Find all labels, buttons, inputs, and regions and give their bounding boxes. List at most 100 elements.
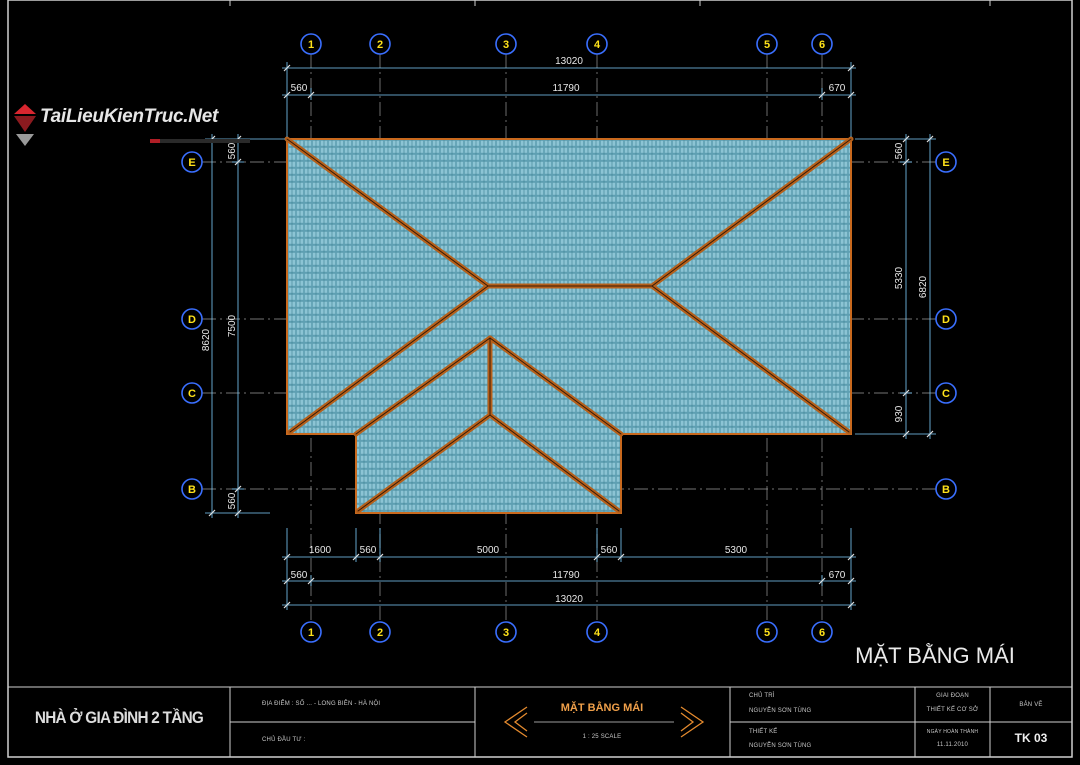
grid-bubble-circle xyxy=(181,151,203,173)
grid-bubble-label: 2 xyxy=(377,39,383,51)
dim-bottom-seg-2: 560 xyxy=(360,545,377,556)
grid-bubble-circle xyxy=(586,33,608,55)
phase-label: GIAI ĐOẠN xyxy=(936,693,969,699)
dim-bottom-overall: 13020 xyxy=(555,594,583,605)
grid-bubble-label: C xyxy=(188,388,196,400)
grid-bubble-circle xyxy=(495,621,517,643)
grid-bubble-top-5: 5 xyxy=(756,33,778,55)
watermark-logo-icon xyxy=(14,104,36,146)
dim-top-middle: 11790 xyxy=(552,83,580,94)
grid-bubble-circle xyxy=(756,621,778,643)
dim-top-overall: 13020 xyxy=(555,56,583,67)
grid-bubble-label: 3 xyxy=(503,39,509,51)
grid-bubble-circle xyxy=(369,33,391,55)
dim-left-bottom-offset: 560 xyxy=(227,492,238,509)
dimension-ticks xyxy=(208,64,934,609)
watermark-text: TaiLieuKienTruc.Net xyxy=(40,106,219,127)
grid-bubble-circle xyxy=(300,33,322,55)
grid-bubble-label: D xyxy=(188,314,196,326)
dim-bottom-right-offset: 670 xyxy=(829,570,846,581)
thiet-ke-label: THIẾT KẾ xyxy=(749,729,778,735)
date-label: NGÀY HOÀN THÀNH xyxy=(926,729,979,735)
sheet-title-arrows xyxy=(503,706,705,738)
grid-bubble-bottom-5: 5 xyxy=(756,621,778,643)
grid-bubble-circle xyxy=(811,33,833,55)
grid-bubble-label: 2 xyxy=(377,627,383,639)
grid-bubble-bottom-3: 3 xyxy=(495,621,517,643)
grid-bubble-circle xyxy=(935,308,957,330)
grid-bubble-top-6: 6 xyxy=(811,33,833,55)
grid-bubble-label: 6 xyxy=(819,39,825,51)
grid-bubble-bottom-2: 2 xyxy=(369,621,391,643)
scale-text: 1 : 25 SCALE xyxy=(582,734,622,740)
grid-bubble-label: B xyxy=(942,484,950,496)
grid-bubble-top-3: 3 xyxy=(495,33,517,55)
location-text: ĐỊA ĐIỂM : SỐ ... - LONG BIÊN - HÀ NỘI xyxy=(262,701,381,707)
grid-bubble-circle xyxy=(181,478,203,500)
dim-right-middle: 5330 xyxy=(894,266,905,289)
grid-bubble-circle xyxy=(495,33,517,55)
dim-left-sub: 7500 xyxy=(227,314,238,337)
dim-bottom-seg-1: 1600 xyxy=(309,545,332,556)
grid-bubble-right-D: D xyxy=(935,308,957,330)
grid-bubble-label: E xyxy=(942,157,949,169)
grid-bubble-bottom-4: 4 xyxy=(586,621,608,643)
dim-bottom-middle: 11790 xyxy=(552,570,580,581)
grid-bubble-left-B: B xyxy=(181,478,203,500)
sheet-title: MẶT BẰNG MÁI xyxy=(560,702,644,714)
dim-top-left-offset: 560 xyxy=(291,83,308,94)
date-value: 11.11.2010 xyxy=(936,742,969,748)
grid-bubble-circle xyxy=(756,33,778,55)
grid-bubble-label: 1 xyxy=(308,39,314,51)
grid-bubble-bottom-1: 1 xyxy=(300,621,322,643)
grid-bubble-circle xyxy=(300,621,322,643)
grid-bubble-top-2: 2 xyxy=(369,33,391,55)
grid-bubble-top-4: 4 xyxy=(586,33,608,55)
grid-bubble-circle xyxy=(586,621,608,643)
dim-bottom-seg-5: 5300 xyxy=(725,545,748,556)
dim-right-top: 560 xyxy=(894,142,905,159)
grid-bubble-label: 5 xyxy=(764,39,770,51)
grid-bubble-top-1: 1 xyxy=(300,33,322,55)
thiet-ke-name: NGUYỄN SƠN TÙNG xyxy=(749,743,812,749)
grid-bubble-label: 5 xyxy=(764,627,770,639)
grid-bubble-label: 4 xyxy=(594,627,601,639)
title-block-frame xyxy=(8,686,1072,757)
grid-bubble-label: D xyxy=(942,314,950,326)
grid-bubble-left-C: C xyxy=(181,382,203,404)
grid-bubble-circle xyxy=(369,621,391,643)
sheet-label: BẢN VẼ xyxy=(1019,702,1043,708)
dim-bottom-seg-3: 5000 xyxy=(477,545,500,556)
owner-text: CHỦ ĐẦU TƯ : xyxy=(262,737,306,743)
chu-tri-label: CHỦ TRÌ xyxy=(749,693,775,699)
grid-bubble-label: 3 xyxy=(503,627,509,639)
project-name: NHÀ Ở GIA ĐÌNH 2 TẦNG xyxy=(34,708,204,727)
dim-left-top-offset: 560 xyxy=(227,142,238,159)
grid-bubble-left-E: E xyxy=(181,151,203,173)
dimension-lines xyxy=(205,62,936,610)
dim-right-overall: 6820 xyxy=(918,275,929,298)
roof-outline xyxy=(286,138,852,514)
roof xyxy=(284,136,854,514)
grid-bubble-label: 4 xyxy=(594,39,601,51)
grid-bubble-circle xyxy=(935,478,957,500)
grid-bubble-label: 6 xyxy=(819,627,825,639)
phase-value: THIẾT KẾ CƠ SỞ xyxy=(926,707,979,713)
grid-bubble-circle xyxy=(181,308,203,330)
dim-left-overall: 8620 xyxy=(201,328,212,351)
watermark-underline xyxy=(150,139,250,143)
grid-bubble-right-C: C xyxy=(935,382,957,404)
grid-bubble-bottom-6: 6 xyxy=(811,621,833,643)
grid-bubble-circle xyxy=(935,382,957,404)
grid-bubble-label: E xyxy=(188,157,195,169)
grid-bubble-circle xyxy=(935,151,957,173)
sheet-number: TK 03 xyxy=(1014,731,1048,745)
chu-tri-name: NGUYỄN SƠN TÙNG xyxy=(749,708,812,714)
dim-top-right-offset: 670 xyxy=(829,83,846,94)
grid-bubble-label: B xyxy=(188,484,196,496)
dim-bottom-left-offset: 560 xyxy=(291,570,308,581)
grid-bubble-label: C xyxy=(942,388,950,400)
grid-bubble-left-D: D xyxy=(181,308,203,330)
drawing-heading: MẶT BẰNG MÁI xyxy=(855,643,1015,668)
grid-bubble-circle xyxy=(811,621,833,643)
